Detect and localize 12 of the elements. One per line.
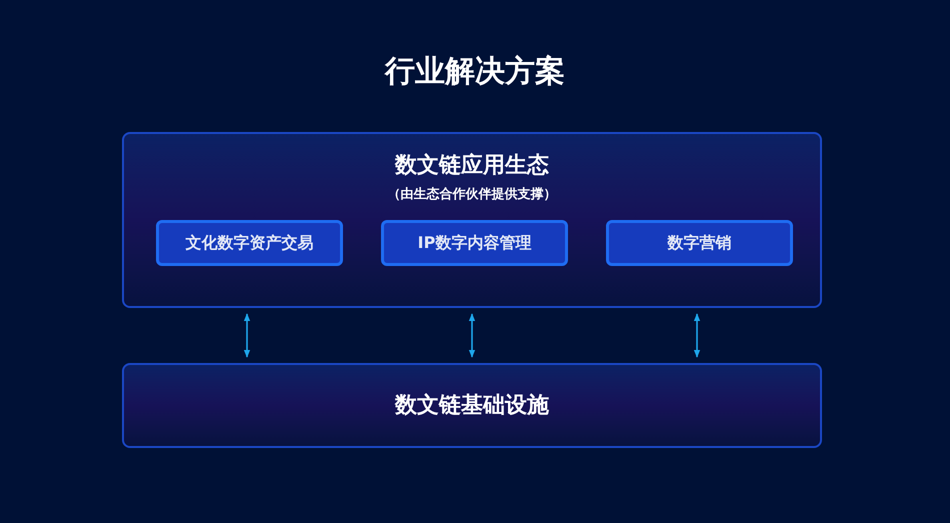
service-box: 数字营销 (606, 220, 793, 266)
panel-heading: 数文链应用生态 (395, 152, 549, 180)
double-arrow (244, 313, 250, 358)
double-arrow (694, 313, 700, 358)
double-arrow (468, 313, 476, 358)
layer-panel (122, 132, 822, 308)
panel-subtitle: （由生态合作伙伴提供支撑） (388, 186, 556, 204)
service-box: 文化数字资产交易 (156, 220, 343, 266)
service-box: IP数字内容管理 (381, 220, 568, 266)
diagram-title: 行业解决方案 (385, 53, 565, 91)
panel-heading: 数文链基础设施 (395, 392, 549, 420)
layer-panel (122, 363, 822, 448)
